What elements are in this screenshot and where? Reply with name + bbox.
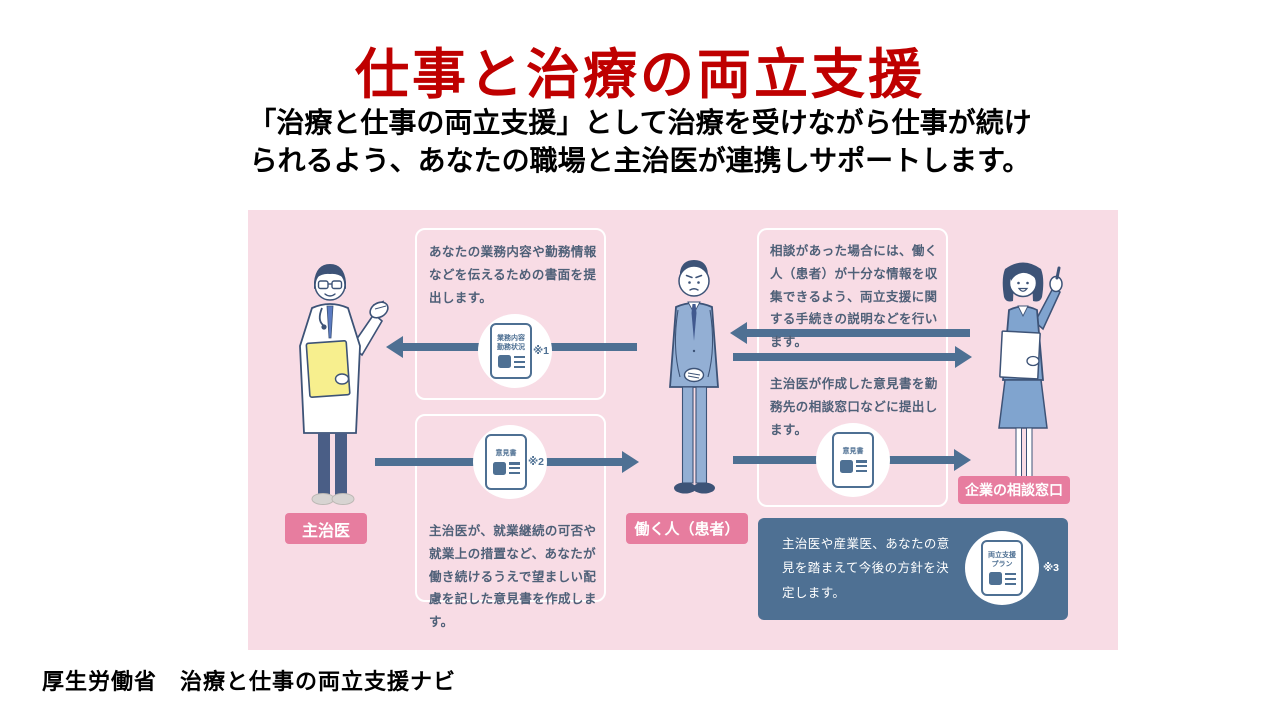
opinion-letter-submit-document-icon: 意見書	[816, 423, 890, 497]
worker-illustration	[669, 260, 719, 494]
subtitle-line-2: られるよう、あなたの職場と主治医が連携しサポートします。	[249, 145, 1031, 176]
page-title: 仕事と治療の両立支援	[355, 45, 925, 105]
subtitle: 「治療と仕事の両立支援」として治療を受けながら仕事が続け られるよう、あなたの職…	[0, 104, 1280, 180]
company-badge: 企業の相談窓口	[958, 476, 1070, 504]
step1-box	[415, 228, 606, 400]
support-plan-document-icon: 両立支援 プラン ※3	[965, 531, 1059, 605]
step3-box	[757, 228, 948, 507]
doctor-badge: 主治医	[285, 513, 367, 544]
doctor-illustration	[299, 264, 389, 505]
opinion-letter-document-icon: 意見書 ※2	[473, 425, 547, 499]
support-flow-diagram: あなたの業務内容や勤務情報などを伝えるための書面を提出します。 主治医が、就業継…	[248, 210, 1118, 650]
step3-text: 相談があった場合には、働く人（患者）が十分な情報を収集できるよう、両立支援に関す…	[770, 244, 938, 349]
arrow-worker-to-company-top	[733, 346, 972, 368]
footer-credit: 厚生労働省 治療と仕事の両立支援ナビ	[42, 669, 457, 694]
work-status-document-icon: 業務内容 勤務状況 ※1	[478, 314, 552, 388]
step4-text: 主治医が作成した意見書を勤務先の相談窓口などに提出します。	[770, 377, 938, 437]
subtitle-line-1: 「治療と仕事の両立支援」として治療を受けながら仕事が続け	[248, 107, 1032, 138]
step2-text: 主治医が、就業継続の可否や就業上の措置など、あなたが働き続けるうえで望ましい配慮…	[429, 524, 597, 629]
step5-text: 主治医や産業医、あなたの意見を踏まえて今後の方針を決定します。	[782, 537, 950, 600]
worker-badge: 働く人（患者）	[626, 513, 748, 544]
step2-box	[415, 414, 606, 602]
arrow-company-to-worker	[730, 322, 970, 344]
step1-text: あなたの業務内容や勤務情報などを伝えるための書面を提出します。	[429, 245, 597, 305]
company-staff-illustration	[998, 262, 1063, 492]
